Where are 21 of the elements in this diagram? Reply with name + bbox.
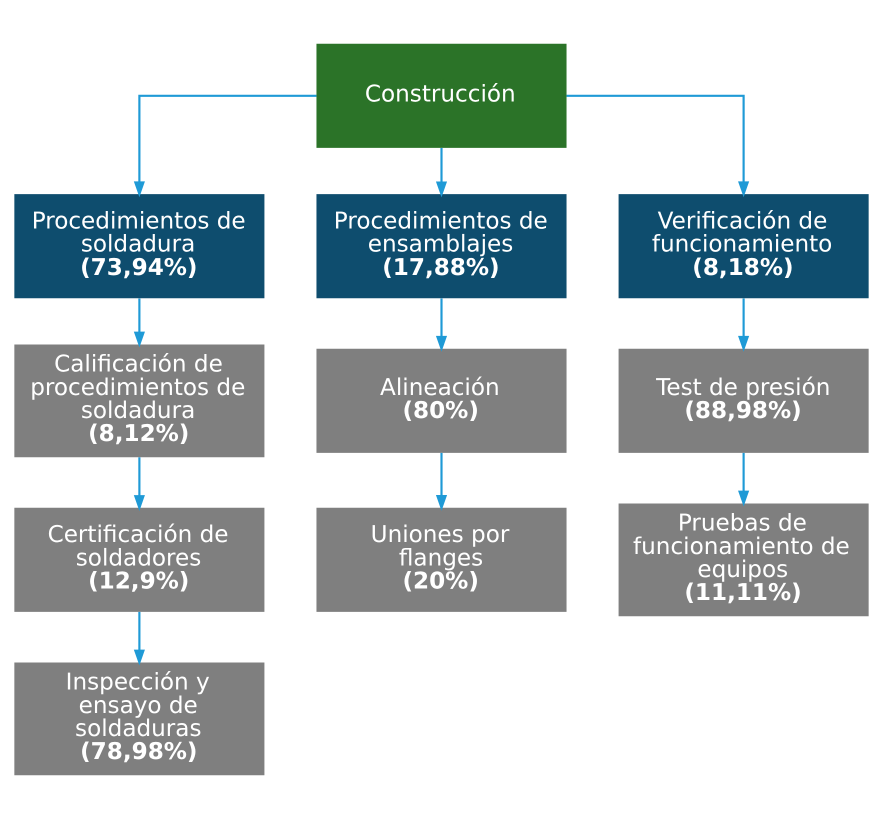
arrow bbox=[134, 456, 145, 511]
arrow bbox=[134, 94, 316, 197]
node-box: Certificación de soldadores (12,9%) bbox=[14, 507, 264, 612]
node-box: Inspección y ensayo de soldaduras (78,98%) bbox=[14, 662, 264, 775]
arrow bbox=[566, 94, 750, 197]
arrow bbox=[436, 147, 448, 197]
node-box: Procedimientos de soldadura (73,94%) bbox=[14, 194, 264, 298]
node-box: Pruebas de funcionamiento de equipos (11,11%) bbox=[618, 502, 869, 616]
arrow bbox=[134, 298, 145, 348]
node-box: Uniones por flanges (20%) bbox=[316, 507, 567, 612]
node-box: Verificación de funcionamiento (8,18%) bbox=[618, 194, 869, 298]
node-box: Construcción bbox=[316, 43, 567, 148]
arrow bbox=[738, 298, 750, 352]
node-box: Procedimientos de ensamblajes (17,88%) bbox=[316, 194, 567, 298]
node-box: Test de presión (88,98%) bbox=[618, 348, 869, 452]
arrow bbox=[436, 452, 448, 510]
node-box: Alineación (80%) bbox=[316, 348, 567, 452]
arrow bbox=[134, 611, 145, 666]
arrow bbox=[436, 298, 448, 352]
node-box: Calificación de procedimientos de soldadura (8,12%) bbox=[14, 344, 264, 457]
arrow bbox=[738, 452, 750, 506]
